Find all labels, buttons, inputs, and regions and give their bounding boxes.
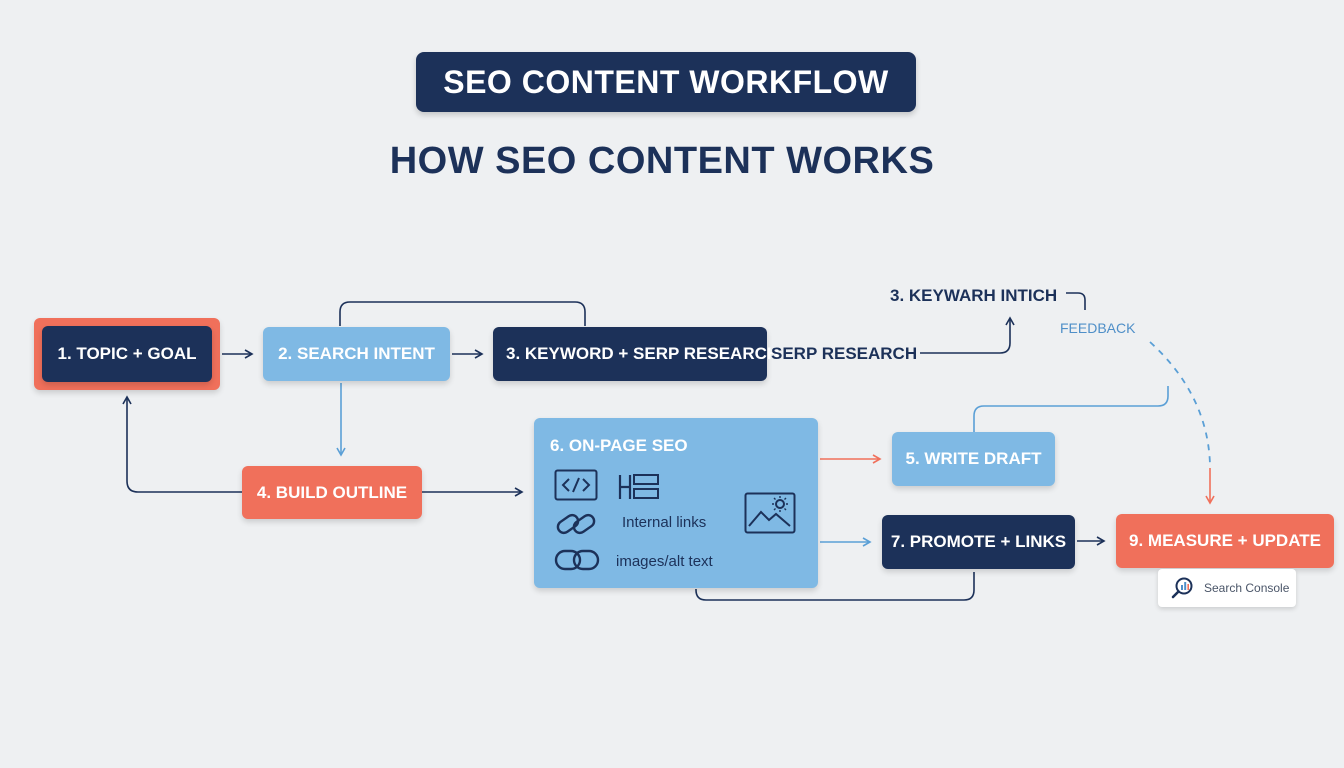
keywarh-hook (1066, 292, 1086, 310)
arrow-serp-up (920, 316, 1015, 354)
diagram-title: SEO CONTENT WORKFLOW (416, 52, 916, 112)
arrow-4-to-1 (122, 395, 242, 493)
magnifier-chart-icon (1171, 577, 1193, 599)
link-icon (556, 513, 596, 535)
image-icon (744, 492, 796, 534)
step-topic-goal[interactable]: 1. TOPIC + GOAL (42, 326, 212, 382)
connector-5-to-feedback (973, 386, 1169, 432)
step-search-intent[interactable]: 2. SEARCH INTENT (263, 327, 450, 381)
heading-icon (618, 474, 659, 499)
on-page-seo-title: 6. ON-PAGE SEO (550, 436, 688, 455)
diagram-subtitle: HOW SEO CONTENT WORKS (389, 140, 935, 182)
loop-bracket (339, 301, 586, 326)
bottom-bracket (695, 572, 975, 601)
feedback-label: FEEDBACK (1060, 320, 1136, 336)
step-on-page-seo[interactable]: 6. ON-PAGE SEO Internal links images/alt… (534, 418, 818, 588)
step-write-draft[interactable]: 5. WRITE DRAFT (892, 432, 1055, 486)
step-keyword-research[interactable]: 3. KEYWORD + SERP RESEARCH (493, 327, 779, 381)
serp-research-label: SERP RESEARCH (771, 344, 918, 363)
search-console-badge[interactable]: Search Console (1158, 569, 1296, 607)
search-console-label: Search Console (1204, 581, 1290, 595)
feedback-dashed-curve (1149, 341, 1211, 466)
images-alt-label: images/alt text (616, 553, 713, 570)
step-promote-links[interactable]: 7. PROMOTE + LINKS (882, 515, 1075, 569)
internal-links-label: Internal links (622, 514, 707, 531)
code-icon (554, 469, 598, 501)
step-build-outline[interactable]: 4. BUILD OUTLINE (242, 466, 422, 519)
chain-icon (554, 549, 600, 571)
keywarh-intich-label: 3. KEYWARH INTICH (890, 286, 1058, 305)
step-measure-update[interactable]: 9. MEASURE + UPDATE (1116, 514, 1334, 568)
